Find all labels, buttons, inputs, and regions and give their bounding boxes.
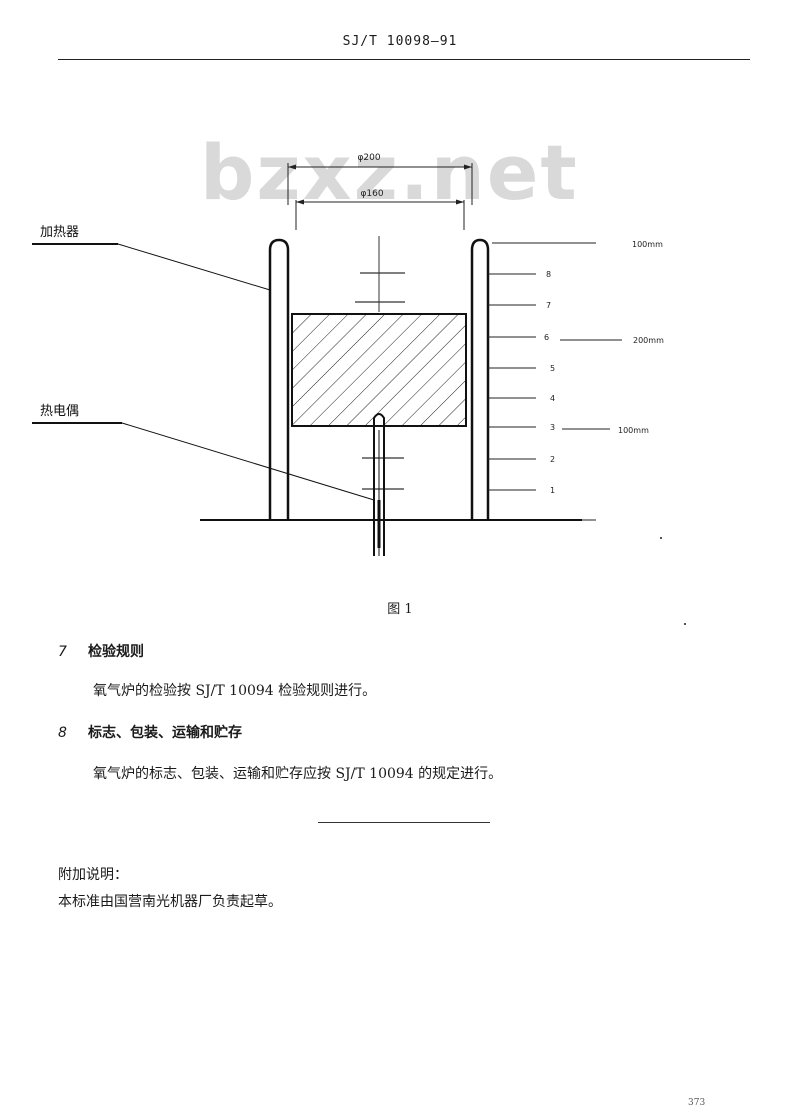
- section-7-body: 氧气炉的检验按 SJ/T 10094 检验规则进行。: [93, 683, 377, 699]
- section-heading-7: 7 检验规则: [58, 641, 144, 661]
- level-label: 5: [550, 364, 555, 373]
- page-header-standard-code: SJ/T 10098—91: [342, 34, 458, 49]
- level-label: 2: [550, 455, 555, 464]
- end-rule: [318, 822, 490, 823]
- charge-block: [291, 313, 467, 427]
- label-heater: 加热器: [40, 225, 79, 240]
- level-label: 8: [546, 270, 551, 279]
- dimension-outer-label: φ200: [357, 153, 380, 163]
- page-number: 373: [688, 1098, 706, 1108]
- dimension-inner: φ160: [295, 189, 465, 230]
- heater-wall-right: [470, 238, 490, 520]
- section-heading-8: 8 标志、包装、运输和贮存: [58, 722, 242, 742]
- section-number: 7: [58, 644, 67, 660]
- level-label: 6: [544, 333, 549, 342]
- dimension-outer: φ200: [287, 153, 473, 205]
- level-label: 1: [550, 486, 555, 495]
- scan-speck: [684, 623, 686, 625]
- section-title: 检验规则: [88, 644, 144, 660]
- level-label: 7: [546, 301, 551, 310]
- label-mid-distance: 200mm: [633, 336, 664, 345]
- thermocouple: [373, 413, 385, 556]
- note-title: 附加说明：: [58, 867, 128, 883]
- level-label: 3: [550, 423, 555, 432]
- header-rule: [58, 59, 750, 60]
- label-low-distance: 100mm: [618, 426, 649, 435]
- section-title: 标志、包装、运输和贮存: [88, 725, 242, 741]
- label-thermocouple: 热电偶: [40, 404, 79, 419]
- section-8-body: 氧气炉的标志、包装、运输和贮存应按 SJ/T 10094 的规定进行。: [93, 766, 503, 782]
- furnace-diagram: φ200 φ160: [32, 153, 664, 556]
- heater-wall-left: [268, 238, 290, 520]
- section-number: 8: [58, 725, 67, 741]
- note-body: 本标准由国营南光机器厂负责起草。: [58, 894, 282, 910]
- dimension-inner-label: φ160: [360, 189, 383, 199]
- scan-speck: [660, 537, 662, 539]
- label-top-distance: 100mm: [632, 240, 663, 249]
- figure-caption: 图 1: [387, 602, 413, 617]
- level-label: 4: [550, 394, 555, 403]
